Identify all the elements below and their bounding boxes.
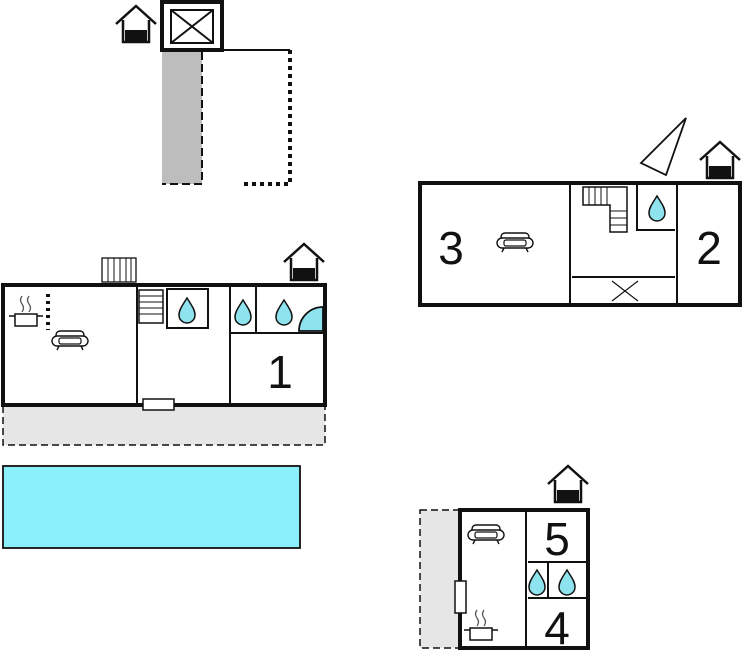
- right-house-walls: [418, 181, 742, 307]
- terrace: [2, 405, 326, 446]
- small-house-walls: [458, 508, 590, 650]
- water-drop-icon: [234, 299, 252, 326]
- room-number-1: 1: [267, 346, 293, 398]
- water-drop-icon: [275, 299, 293, 326]
- cooking-pot-icon: [463, 609, 499, 641]
- house-entrance-icon: [114, 4, 158, 44]
- sofa-icon: [467, 524, 505, 545]
- water-drop-icon: [558, 569, 576, 596]
- house-entrance-icon: [546, 464, 590, 504]
- cooking-pot-icon: [8, 295, 44, 327]
- storage-area: [114, 0, 292, 186]
- water-drop-icon: [648, 195, 666, 222]
- right-house: 3 2: [418, 117, 742, 307]
- entrance-door: [142, 398, 175, 411]
- radiator-icon: [101, 257, 137, 283]
- main-house: 1: [1, 242, 327, 549]
- room-number-3: 3: [438, 222, 464, 274]
- room-number-4: 4: [544, 602, 570, 652]
- water-drop-icon: [528, 569, 546, 596]
- stairs-icon: [138, 289, 164, 324]
- sofa-icon: [51, 330, 89, 351]
- shower: [298, 306, 324, 332]
- room-number-5: 5: [544, 513, 570, 565]
- house-entrance-icon: [698, 140, 742, 180]
- house-entrance-icon: [282, 242, 326, 282]
- sofa-icon: [496, 232, 534, 253]
- room-number-2: 2: [696, 222, 722, 274]
- small-house: 5 4: [419, 464, 590, 652]
- north-arrow-icon: [639, 117, 687, 177]
- swimming-pool: [2, 465, 301, 549]
- stairs-icon: [582, 186, 628, 233]
- garden-fence: [240, 50, 292, 186]
- entrance-door: [454, 580, 467, 614]
- garden-path: [162, 50, 202, 184]
- terrace: [419, 509, 461, 649]
